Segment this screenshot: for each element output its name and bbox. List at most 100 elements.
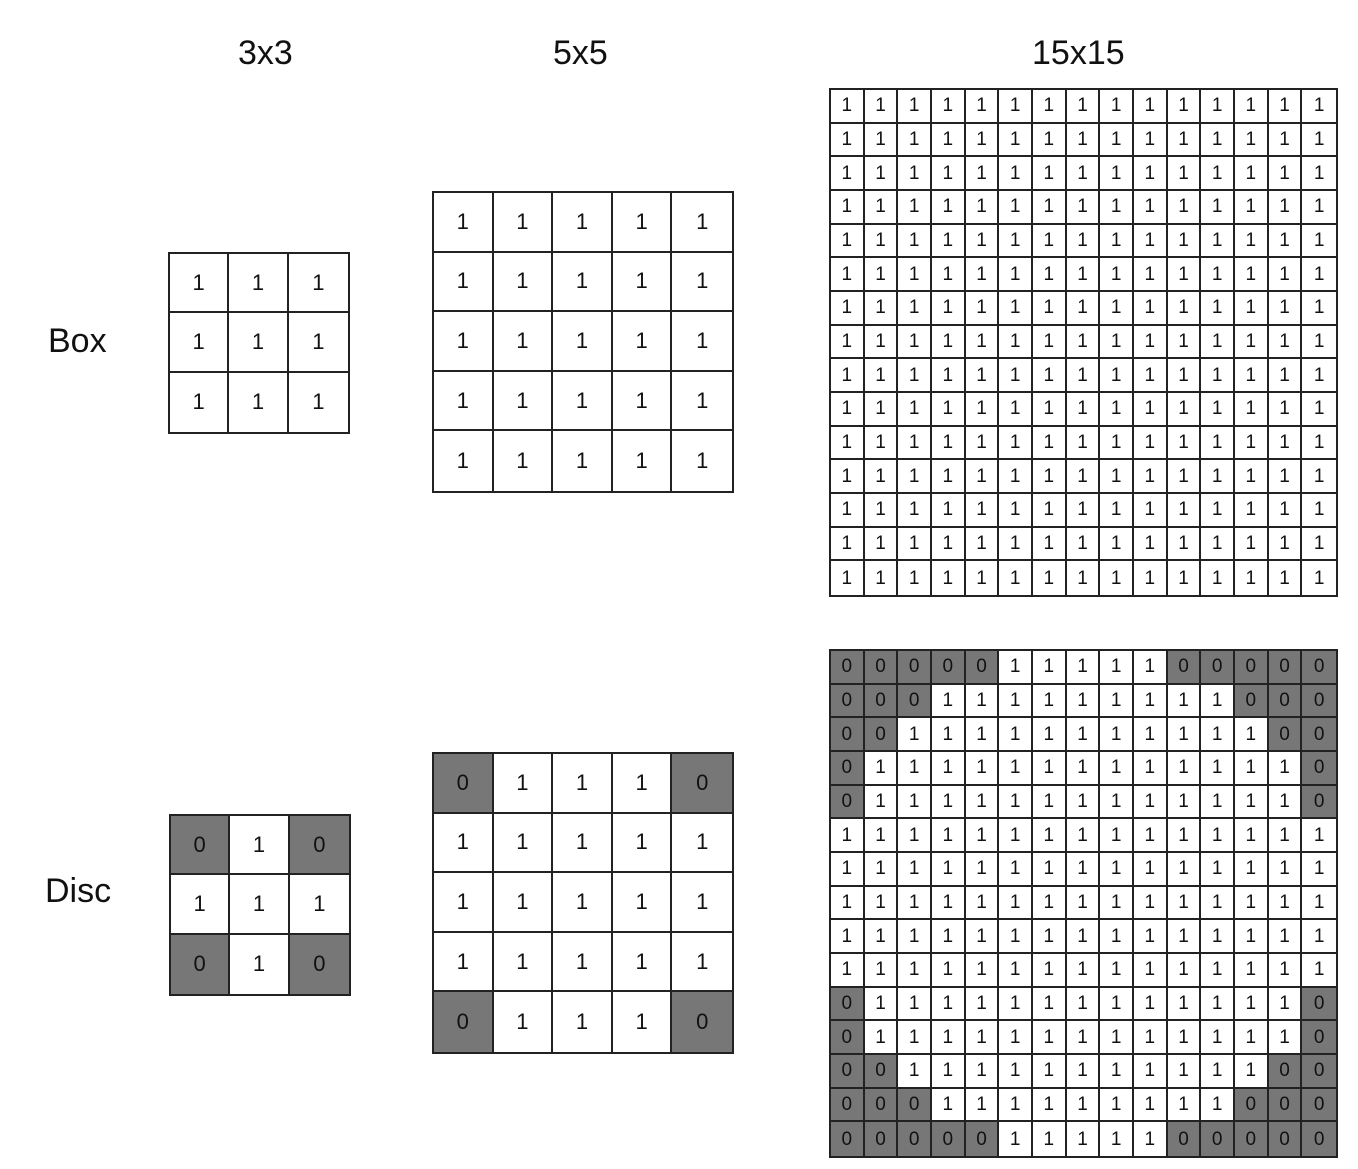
- box-15x15-cell: 1: [1134, 359, 1168, 393]
- disc-15x15-cell: 1: [1033, 1055, 1067, 1089]
- box-15x15-cell: 1: [965, 527, 1000, 562]
- box-15x15-cell: 1: [831, 224, 865, 259]
- box-15x15-cell: 1: [1066, 123, 1101, 158]
- box-15x15-cell: 1: [999, 157, 1033, 191]
- disc-15x15-cell: 1: [831, 954, 865, 988]
- disc-15x15-cell: 1: [932, 718, 966, 752]
- disc-15x15-cell: 1: [1033, 651, 1067, 685]
- box-15x15-cell: 1: [1134, 426, 1168, 461]
- disc-15x15-cell: 1: [1066, 920, 1101, 954]
- box-15x15-cell: 1: [1167, 157, 1202, 191]
- disc-15x15-cell: 1: [1167, 785, 1202, 820]
- disc-15x15-cell: 1: [1134, 1055, 1168, 1089]
- box-15x15-cell: 1: [1302, 494, 1336, 528]
- box-15x15-cell: 1: [965, 292, 1000, 326]
- disc-15x15-cell: 1: [1100, 752, 1134, 786]
- disc-15x15-cell: 0: [1302, 684, 1336, 719]
- box-15x15-cell: 1: [965, 90, 1000, 124]
- box-15x15-cell: 1: [1100, 292, 1134, 326]
- box-15x15-cell: 1: [1033, 292, 1067, 326]
- disc-15x15-cell: 1: [932, 1088, 966, 1123]
- disc-15x15-cell: 1: [864, 954, 899, 988]
- disc-15x15-cell: 1: [898, 819, 932, 853]
- box-15x15-cell: 1: [1302, 393, 1336, 427]
- box-5x5-cell: 1: [612, 312, 673, 372]
- box-15x15-cell: 1: [1302, 224, 1336, 259]
- box-15x15-cell: 1: [1235, 292, 1269, 326]
- box-15x15-cell: 1: [1302, 561, 1336, 595]
- box-15x15-cell: 1: [932, 224, 966, 259]
- box-15x15-cell: 1: [898, 561, 932, 595]
- disc-15x15-cell: 0: [1302, 1021, 1336, 1055]
- box-15x15-cell: 1: [965, 393, 1000, 427]
- box-15x15-cell: 1: [898, 359, 932, 393]
- disc-15x15-cell: 1: [1100, 987, 1134, 1022]
- box-15x15-cell: 1: [965, 258, 1000, 292]
- disc-15x15-cell: 0: [864, 718, 899, 752]
- disc-15x15-cell: 0: [831, 1021, 865, 1055]
- box-15x15-cell: 1: [1066, 157, 1101, 191]
- disc-15x15-cell: 1: [1167, 752, 1202, 786]
- box-5x5-cell: 1: [672, 193, 732, 253]
- disc-15x15-cell: 1: [1235, 1055, 1269, 1089]
- box-15x15-cell: 1: [1235, 224, 1269, 259]
- row-label-box: Box: [48, 322, 107, 360]
- box-5x5-cell: 1: [612, 371, 673, 432]
- disc-15x15-cell: 1: [1066, 819, 1101, 853]
- box-15x15-cell: 1: [1167, 191, 1202, 225]
- disc-15x15-cell: 1: [1134, 1021, 1168, 1055]
- disc-15x15-cell: 1: [999, 954, 1033, 988]
- box-15x15-cell: 1: [965, 494, 1000, 528]
- box-15x15-cell: 1: [1167, 258, 1202, 292]
- disc-15x15-cell: 1: [1134, 1122, 1168, 1156]
- box-15x15-cell: 1: [1167, 123, 1202, 158]
- disc-15x15-cell: 1: [1134, 785, 1168, 820]
- box-15x15-cell: 1: [898, 494, 932, 528]
- box-15x15-cell: 1: [864, 359, 899, 393]
- disc-15x15-cell: 1: [965, 684, 1000, 719]
- disc-15x15-cell: 1: [932, 987, 966, 1022]
- disc-15x15-cell: 1: [1167, 684, 1202, 719]
- box-15x15-cell: 1: [1066, 191, 1101, 225]
- box-5x5-cell: 1: [612, 431, 673, 491]
- disc-15x15-cell: 0: [898, 1088, 932, 1123]
- disc-15x15-cell: 1: [1235, 920, 1269, 954]
- disc-15x15-cell: 1: [999, 1088, 1033, 1123]
- box-15x15-cell: 1: [1100, 561, 1134, 595]
- box-3x3-cell: 1: [170, 313, 230, 373]
- box-5x5-cell: 1: [672, 371, 732, 432]
- disc-5x5-cell: 0: [672, 754, 732, 814]
- disc-15x15-cell: 1: [1235, 987, 1269, 1022]
- box-15x15-cell: 1: [932, 426, 966, 461]
- box-5x5-cell: 1: [434, 431, 494, 491]
- disc-15x15-cell: 1: [1268, 920, 1303, 954]
- disc-15x15-cell: 0: [1302, 752, 1336, 786]
- disc-15x15-cell: 1: [999, 987, 1033, 1022]
- box-15x15-cell: 1: [831, 90, 865, 124]
- disc-15x15-cell: 1: [1201, 853, 1235, 887]
- disc-15x15-cell: 1: [1100, 853, 1134, 887]
- box-15x15-cell: 1: [831, 527, 865, 562]
- box-15x15-cell: 1: [1235, 325, 1269, 360]
- box-15x15-cell: 1: [898, 224, 932, 259]
- disc-15x15-cell: 0: [1302, 1088, 1336, 1123]
- disc-15x15-cell: 1: [1268, 785, 1303, 820]
- box-15x15-cell: 1: [1167, 292, 1202, 326]
- disc-15x15-cell: 1: [1167, 920, 1202, 954]
- box-15x15-cell: 1: [864, 258, 899, 292]
- box-15x15-cell: 1: [1201, 224, 1235, 259]
- disc-15x15-cell: 1: [965, 752, 1000, 786]
- box-15x15-cell: 1: [932, 359, 966, 393]
- disc-15x15-cell: 1: [1268, 987, 1303, 1022]
- box-15x15-cell: 1: [864, 426, 899, 461]
- box-15x15-cell: 1: [1268, 258, 1303, 292]
- box-15x15-cell: 1: [999, 561, 1033, 595]
- box-15x15-cell: 1: [932, 325, 966, 360]
- disc-5x5-cell: 1: [493, 813, 554, 874]
- box-15x15-cell: 1: [1268, 527, 1303, 562]
- box-15x15-cell: 1: [965, 426, 1000, 461]
- disc-15x15-cell: 1: [1201, 987, 1235, 1022]
